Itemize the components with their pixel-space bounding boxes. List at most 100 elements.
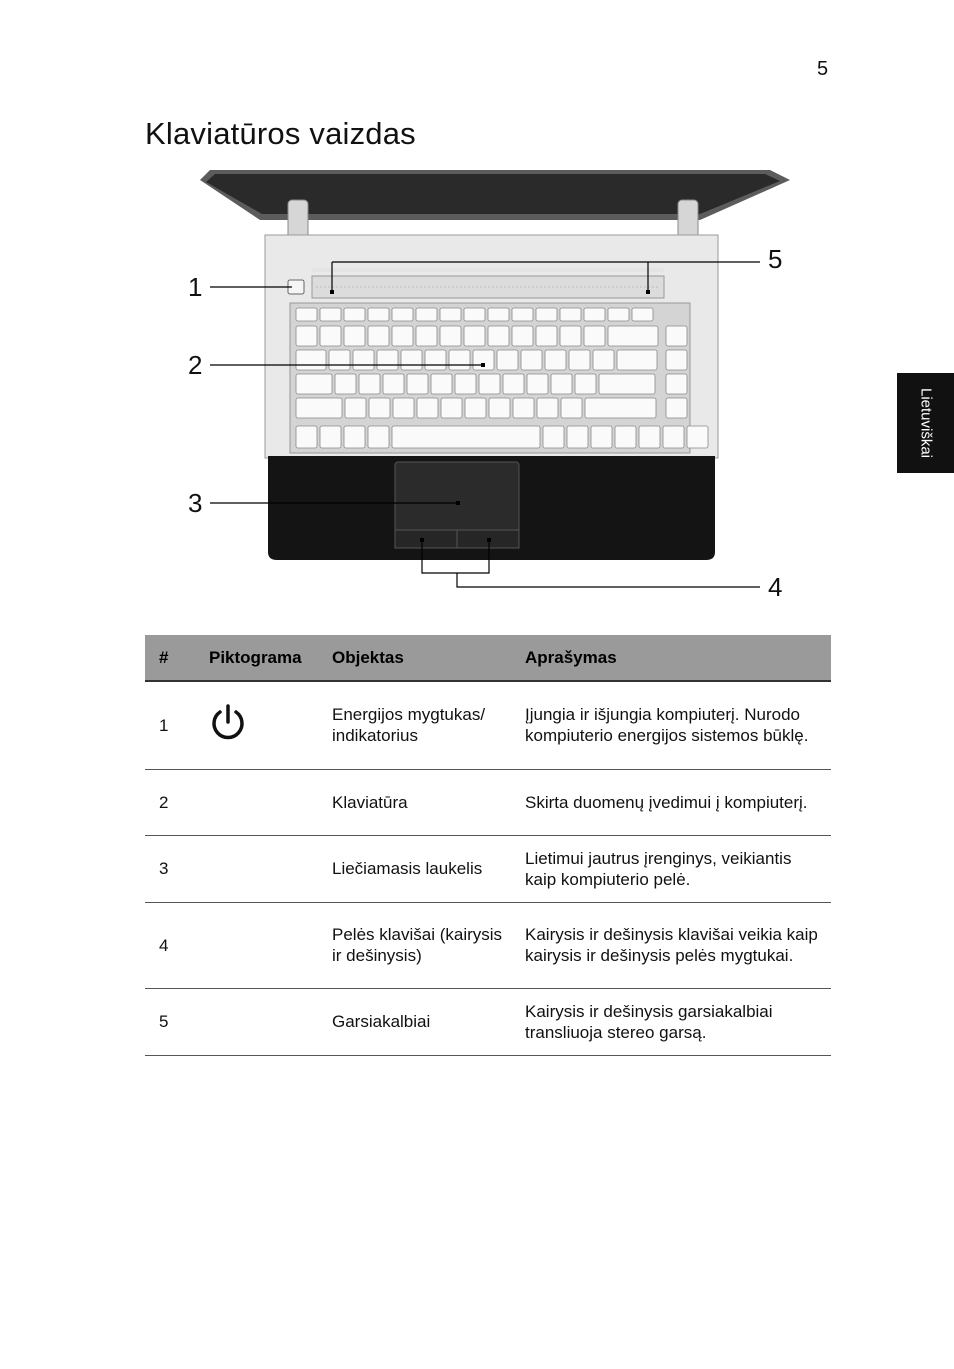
- callout-2: 2: [188, 350, 203, 380]
- keyboard-key: [295, 325, 318, 347]
- touchpad: [394, 461, 520, 533]
- table-row: 4 Pelės klavišai (kairysis ir dešinysis)…: [145, 902, 831, 989]
- keyboard-key: [550, 373, 573, 395]
- page-number: 5: [817, 58, 829, 80]
- keyboard-key: [440, 397, 463, 419]
- keyboard-key: [544, 349, 567, 371]
- power-icon: [212, 704, 244, 739]
- row-number: 5: [145, 988, 195, 1056]
- keyboard-key: [478, 373, 501, 395]
- row-number: 3: [145, 835, 195, 903]
- keyboard-key: [590, 425, 613, 449]
- language-side-tab: Lietuviškai: [897, 373, 954, 473]
- callout-1: 1: [188, 272, 203, 302]
- keyboard-key: [367, 307, 390, 322]
- keyboard-key: [295, 425, 318, 449]
- row-icon-cell: [195, 835, 318, 903]
- laptop-keyboard-figure: [200, 170, 790, 588]
- keyboard-key: [614, 425, 637, 449]
- keyboard-key: [430, 373, 453, 395]
- row-number: 4: [145, 902, 195, 989]
- keyboard-key: [511, 307, 534, 322]
- keyboard-key: [536, 397, 559, 419]
- table-row: 5 Garsiakalbiai Kairysis ir dešinysis ga…: [145, 988, 831, 1056]
- keyboard-key: [607, 307, 630, 322]
- table-row: 3 Liečiamasis laukelis Lietimui jautrus …: [145, 835, 831, 903]
- keyboard-key: [574, 373, 597, 395]
- touchpad-left-button: [394, 529, 458, 549]
- keyboard-key: [638, 425, 661, 449]
- header-number: #: [145, 635, 195, 682]
- keyboard-key: [295, 307, 318, 322]
- keyboard-key: [416, 397, 439, 419]
- keyboard-key: [535, 307, 558, 322]
- keyboard-key: [487, 307, 510, 322]
- row-object: Garsiakalbiai: [318, 988, 511, 1056]
- keyboard-key: [686, 425, 709, 449]
- keyboard-key: [535, 325, 558, 347]
- keyboard-key: [568, 349, 591, 371]
- keyboard-key: [382, 373, 405, 395]
- keyboard-key: [367, 325, 390, 347]
- keyboard-key: [376, 349, 399, 371]
- keyboard-key: [598, 373, 656, 395]
- keyboard-key: [487, 325, 510, 347]
- keyboard-key: [392, 397, 415, 419]
- table-header-row: # Piktograma Objektas Aprašymas: [145, 635, 831, 682]
- keyboard-key: [512, 397, 535, 419]
- keyboard-key: [665, 349, 688, 371]
- row-object: Energijos mygtukas/ indikatorius: [318, 681, 511, 770]
- keyboard-key: [560, 397, 583, 419]
- keyboard-key: [334, 373, 357, 395]
- keyboard-key: [566, 425, 589, 449]
- keyboard-key: [295, 373, 333, 395]
- parts-table: # Piktograma Objektas Aprašymas 1 Energi…: [145, 635, 831, 1056]
- keyboard-key: [463, 325, 486, 347]
- callout-4: 4: [768, 572, 783, 602]
- row-object: Pelės klavišai (kairysis ir dešinysis): [318, 902, 511, 989]
- keyboard-key: [464, 397, 487, 419]
- keyboard-key: [584, 397, 657, 419]
- callout-3: 3: [188, 488, 203, 518]
- row-icon-cell: [195, 769, 318, 836]
- keyboard-key: [295, 397, 343, 419]
- keyboard-key: [319, 425, 342, 449]
- keyboard-key: [328, 349, 351, 371]
- table-row: 2 Klaviatūra Skirta duomenų įvedimui į k…: [145, 769, 831, 836]
- keyboard-key: [463, 307, 486, 322]
- header-icon: Piktograma: [195, 635, 318, 682]
- row-description: Skirta duomenų įvedimui į kompiuterį.: [511, 769, 831, 836]
- row-description: Kairysis ir dešinysis garsiakalbiai tran…: [511, 988, 831, 1056]
- keyboard-key: [439, 307, 462, 322]
- keyboard-key: [502, 373, 525, 395]
- keyboard-key: [391, 325, 414, 347]
- keyboard-key: [319, 325, 342, 347]
- keyboard-key: [415, 325, 438, 347]
- keyboard-key: [559, 325, 582, 347]
- row-object: Klaviatūra: [318, 769, 511, 836]
- keyboard-key: [368, 397, 391, 419]
- keyboard-key: [295, 349, 327, 371]
- row-object: Liečiamasis laukelis: [318, 835, 511, 903]
- keyboard-key: [607, 325, 659, 347]
- row-icon-cell: [195, 681, 318, 770]
- keyboard-key: [583, 325, 606, 347]
- keyboard-key: [319, 307, 342, 322]
- keyboard-key: [454, 373, 477, 395]
- keyboard-key: [406, 373, 429, 395]
- row-icon-cell: [195, 902, 318, 989]
- row-icon-cell: [195, 988, 318, 1056]
- keyboard-key: [631, 307, 654, 322]
- keyboard-key: [583, 307, 606, 322]
- row-description: Įjungia ir išjungia kompiuterį. Nurodo k…: [511, 681, 831, 770]
- table-row: 1 Energijos mygtukas/ indikatorius Įjung…: [145, 681, 831, 770]
- keyboard-key: [415, 307, 438, 322]
- keyboard-key: [358, 373, 381, 395]
- keyboard-key: [616, 349, 658, 371]
- keyboard-key: [665, 397, 688, 419]
- keyboard-key: [391, 307, 414, 322]
- header-object: Objektas: [318, 635, 511, 682]
- page-title: Klaviatūros vaizdas: [145, 116, 416, 151]
- row-description: Lietimui jautrus įrenginys, veikiantis k…: [511, 835, 831, 903]
- keyboard-key: [343, 307, 366, 322]
